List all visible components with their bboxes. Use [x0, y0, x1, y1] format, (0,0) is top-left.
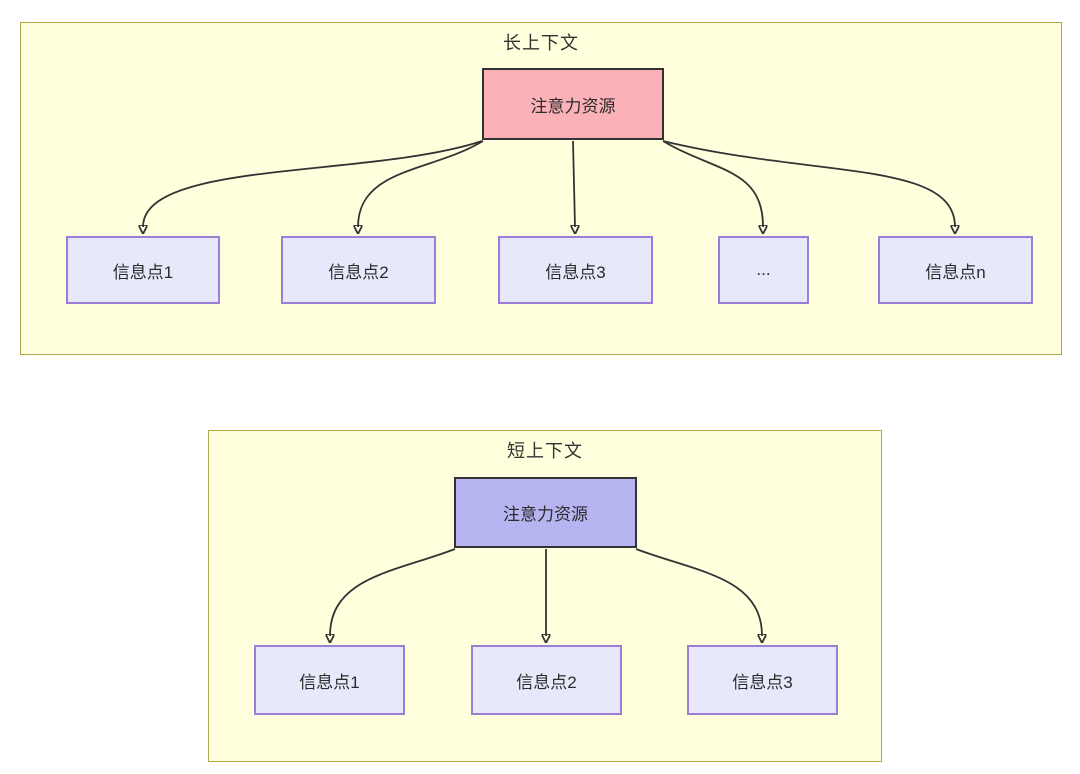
short-context-title: 短上下文 — [507, 441, 583, 461]
short-info-point-2-node: 信息点2 — [471, 645, 622, 715]
short-info-point-1-node: 信息点1 — [254, 645, 405, 715]
short-info-point-3-node: 信息点3 — [687, 645, 838, 715]
long-info-point-3-node: 信息点3 — [498, 236, 653, 304]
long-attention-resource-node: 注意力资源 — [482, 68, 664, 140]
long-context-title: 长上下文 — [503, 33, 579, 53]
long-info-point-1-node: 信息点1 — [66, 236, 220, 304]
long-info-point-2-node: 信息点2 — [281, 236, 436, 304]
long-info-point-ellipsis-node: ... — [718, 236, 809, 304]
short-attention-resource-node: 注意力资源 — [454, 477, 637, 548]
long-info-point-n-node: 信息点n — [878, 236, 1033, 304]
